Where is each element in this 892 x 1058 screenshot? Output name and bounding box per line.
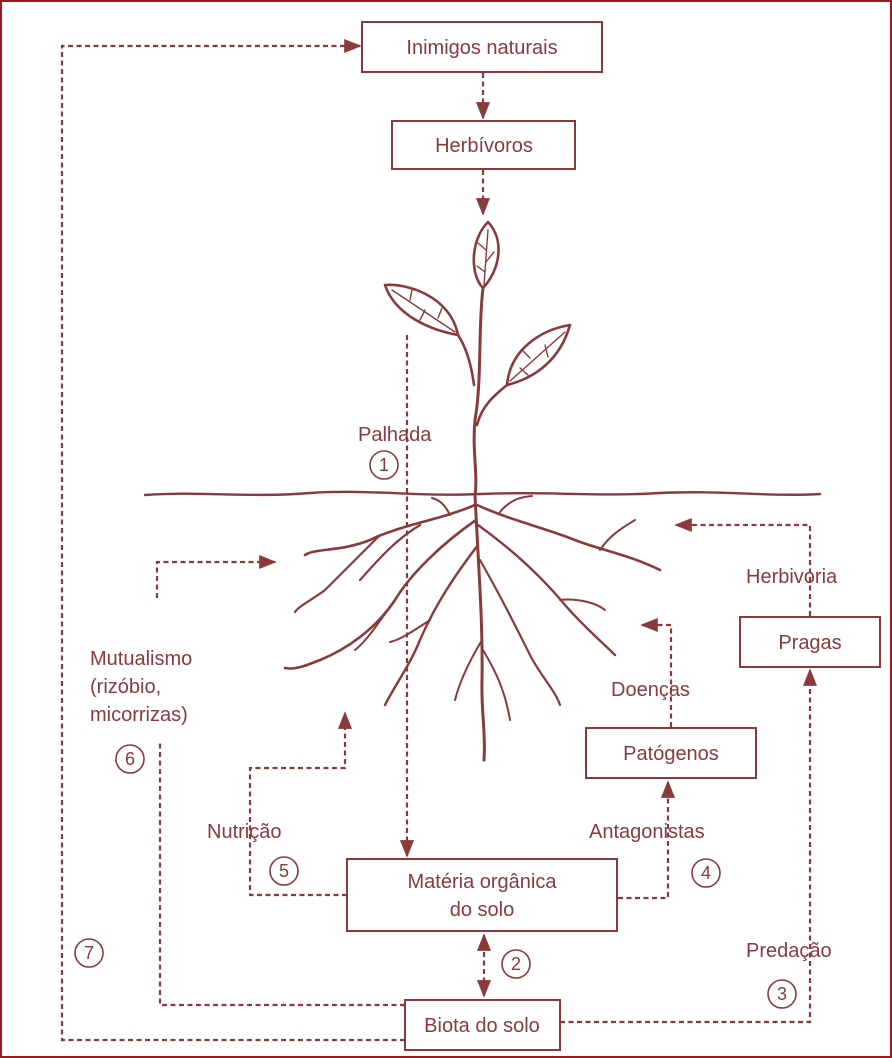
number-3-badge: 3 (768, 980, 796, 1008)
arrow-mutualism (157, 562, 405, 1005)
soil-surface-line (145, 492, 820, 495)
number-1-badge: 1 (370, 451, 398, 479)
number-3: 3 (777, 984, 787, 1004)
predation-label: Predação (746, 940, 832, 962)
herbivores-box: Herbívoros (392, 121, 575, 169)
arrow-diseases (642, 625, 671, 727)
pathogens-label: Patógenos (623, 743, 719, 765)
plant-icon (385, 222, 570, 495)
number-5: 5 (279, 861, 289, 881)
herbivores-label: Herbívoros (435, 135, 533, 157)
pests-box: Pragas (740, 617, 880, 667)
number-2-badge: 2 (502, 950, 530, 978)
pathogens-box: Patógenos (586, 728, 756, 778)
number-4: 4 (701, 863, 711, 883)
mutualism-label-line3: micorrizas) (90, 704, 188, 726)
herbivory-label: Herbivoria (746, 566, 838, 588)
number-7-badge: 7 (75, 939, 103, 967)
number-6: 6 (125, 749, 135, 769)
mutualism-label-line2: (rizóbio, (90, 676, 161, 698)
soil-biota-box: Biota do solo (405, 1000, 560, 1050)
roots-icon (285, 495, 660, 760)
pests-label: Pragas (778, 632, 841, 654)
organic-matter-box: Matéria orgânica do solo (347, 859, 617, 931)
number-5-badge: 5 (270, 857, 298, 885)
nutrition-label: Nutrição (207, 821, 281, 843)
mutualism-label-line1: Mutualismo (90, 648, 192, 670)
soil-biota-label: Biota do solo (424, 1015, 540, 1037)
arrow-nutrition (250, 713, 347, 895)
natural-enemies-box: Inimigos naturais (362, 22, 602, 72)
number-7: 7 (84, 943, 94, 963)
number-1: 1 (379, 455, 389, 475)
arrow-predation (560, 670, 810, 1022)
organic-matter-label-line1: Matéria orgânica (408, 871, 558, 893)
antagonists-label: Antagonistas (589, 821, 705, 843)
natural-enemies-label: Inimigos naturais (406, 37, 557, 59)
number-6-badge: 6 (116, 745, 144, 773)
diseases-label: Doenças (611, 679, 690, 701)
organic-matter-label-line2: do solo (450, 899, 515, 921)
straw-label: Palhada (358, 424, 432, 446)
number-4-badge: 4 (692, 859, 720, 887)
number-2: 2 (511, 954, 521, 974)
